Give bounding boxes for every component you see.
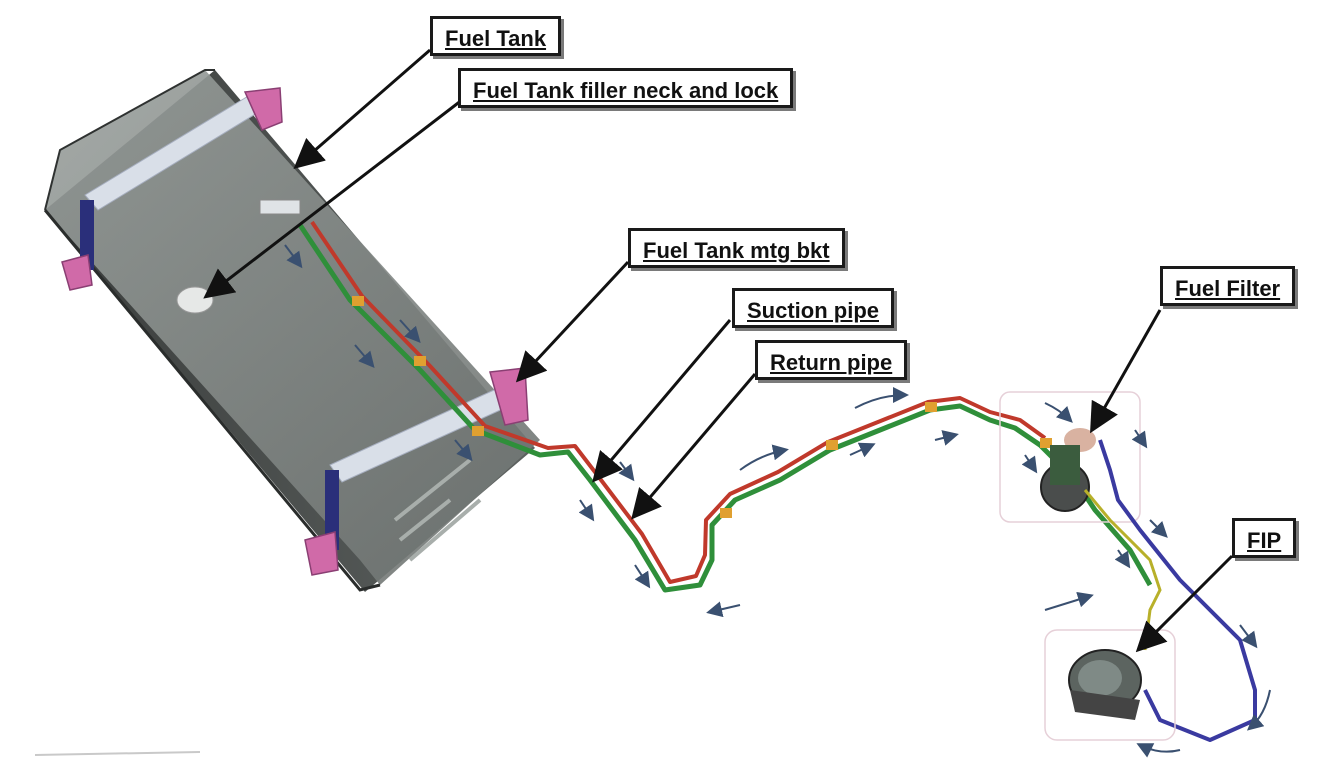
tank-strap-upper <box>80 94 263 270</box>
engine-fuel-line <box>1083 439 1257 742</box>
label-suction-pipe: Suction pipe <box>732 288 894 328</box>
fuel-filter <box>999 391 1141 523</box>
flow-arrows <box>284 244 1271 758</box>
label-filler-neck: Fuel Tank filler neck and lock <box>458 68 794 108</box>
label-fuel-filter: Fuel Filter <box>1160 266 1296 306</box>
label-fuel-tank: Fuel Tank <box>430 16 562 56</box>
label-mtg-bkt: Fuel Tank mtg bkt <box>628 228 845 268</box>
return-pipe <box>310 220 1047 584</box>
faint-signature <box>34 751 201 756</box>
callout-leaders <box>203 48 1234 653</box>
pipe-clips <box>352 296 1052 518</box>
fuel-tank <box>43 69 540 592</box>
fuel-injection-pump <box>1044 629 1176 741</box>
label-return-pipe: Return pipe <box>755 340 908 380</box>
label-fip: FIP <box>1232 518 1297 558</box>
